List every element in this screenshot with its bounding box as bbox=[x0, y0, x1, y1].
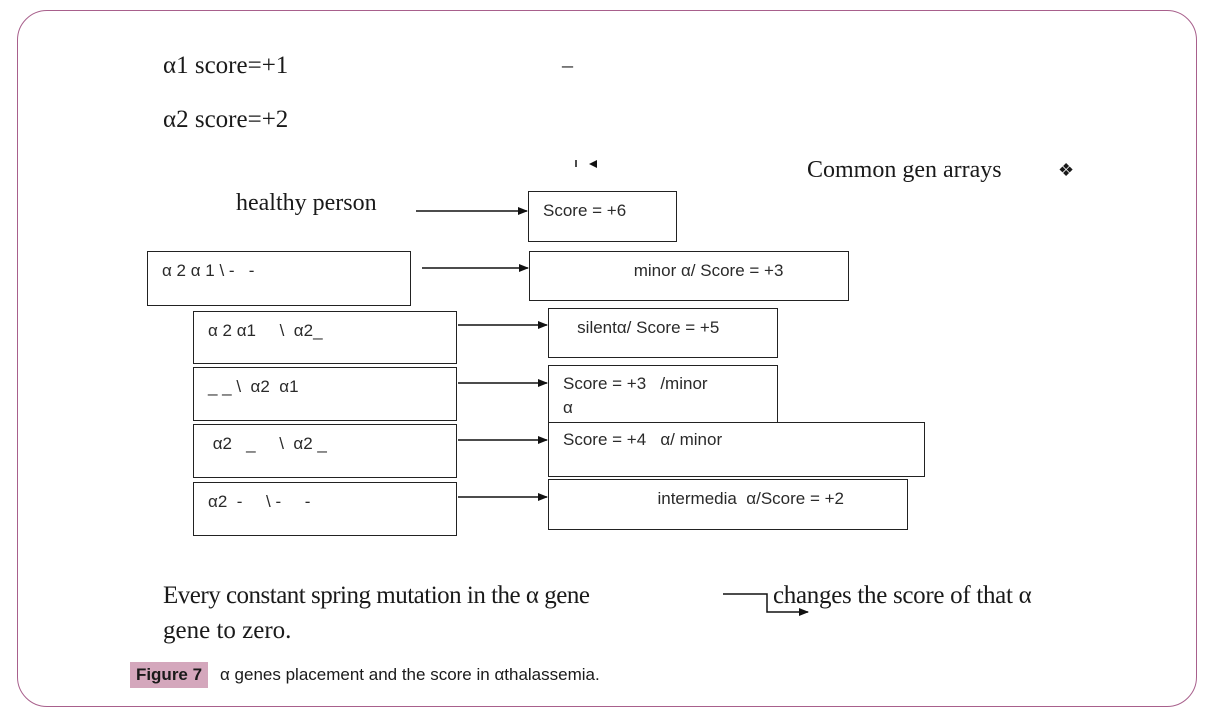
genotype-text: α 2 α 1 \ - - bbox=[162, 261, 255, 280]
result-box: intermedia α/Score = +2 bbox=[548, 479, 908, 530]
genotype-box: α2 _ \ α2 _ bbox=[193, 424, 457, 478]
genotype-box: α2 - \ - - bbox=[193, 482, 457, 536]
genotype-text: _ _ \ α2 α1 bbox=[208, 377, 299, 396]
genotype-box: α 2 α 1 \ - - bbox=[147, 251, 411, 306]
result-text: minor α/ Score = +3 bbox=[544, 261, 784, 280]
dash-mark: – bbox=[562, 52, 573, 77]
alpha2-score-legend: α2 score=+2 bbox=[163, 106, 289, 133]
result-box: Score = +3 /minor α bbox=[548, 365, 778, 423]
figure-caption: α genes placement and the score in αthal… bbox=[220, 665, 600, 684]
genotype-box: α 2 α1 \ α2_ bbox=[193, 311, 457, 364]
healthy-score-box: Score = +6 bbox=[528, 191, 677, 242]
diamond-bullet-icon: ❖ bbox=[1058, 160, 1075, 180]
genotype-text: α2 - \ - - bbox=[208, 492, 311, 511]
result-text: Score = +4 α/ minor bbox=[563, 430, 723, 449]
result-text: Score = +3 /minor α bbox=[563, 374, 708, 417]
genotype-text: α2 _ \ α2 _ bbox=[208, 434, 327, 453]
genotype-text: α 2 α1 \ α2_ bbox=[208, 321, 323, 340]
figure-frame bbox=[17, 10, 1197, 707]
healthy-score-text: Score = +6 bbox=[543, 201, 627, 220]
healthy-person-label: healthy person bbox=[236, 190, 377, 216]
genotype-box: _ _ \ α2 α1 bbox=[193, 367, 457, 421]
common-gen-arrays-heading: Common gen arrays bbox=[807, 157, 1002, 183]
alpha1-score-legend: α1 score=+1 bbox=[163, 52, 289, 79]
note-line2: gene to zero. bbox=[163, 617, 292, 644]
note-line1-left: Every constant spring mutation in the α … bbox=[163, 582, 590, 609]
result-box: silentα/ Score = +5 bbox=[548, 308, 778, 358]
result-box: minor α/ Score = +3 bbox=[529, 251, 849, 301]
result-box: Score = +4 α/ minor bbox=[548, 422, 925, 477]
result-text: silentα/ Score = +5 bbox=[563, 318, 720, 337]
result-text: intermedia α/Score = +2 bbox=[563, 489, 844, 508]
note-line1-right: changes the score of that α bbox=[773, 582, 1032, 609]
figure-label: Figure 7 bbox=[130, 662, 208, 688]
